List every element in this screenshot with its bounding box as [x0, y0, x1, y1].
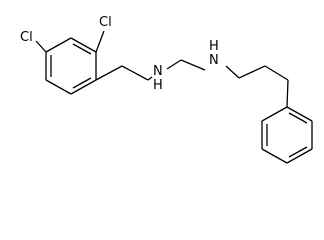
bond	[70, 79, 97, 95]
bond	[286, 79, 289, 108]
atom-label-cl-left: Cl	[20, 30, 33, 45]
bond	[70, 37, 97, 53]
bond	[95, 65, 123, 81]
bond	[261, 148, 288, 164]
double-bond-inner	[72, 77, 92, 89]
bond	[45, 37, 72, 53]
bond	[180, 59, 206, 71]
bond-c-cl-left	[35, 40, 47, 53]
atom-label-cl-top: Cl	[99, 15, 112, 30]
double-bond-inner	[288, 146, 308, 158]
atom-label-n-left: N	[153, 64, 163, 79]
bond-c-cl-top	[95, 30, 105, 53]
bond	[166, 59, 182, 70]
double-bond-inner	[288, 112, 308, 124]
bond	[261, 106, 288, 122]
atom-label-h-right: H	[209, 39, 219, 54]
bond	[286, 148, 313, 164]
dichlorophenyl-ring	[45, 37, 97, 95]
bond	[45, 79, 72, 95]
double-bond-inner	[72, 43, 92, 55]
atom-label-n-right: N	[209, 53, 219, 68]
bond	[238, 65, 266, 79]
phenyl-ring	[261, 106, 313, 164]
bond	[121, 65, 149, 81]
bond	[286, 106, 313, 122]
bond	[264, 65, 289, 81]
atom-label-h-left: H	[153, 78, 163, 93]
molecule-structure: Cl Cl N H N H	[20, 15, 313, 164]
bond	[147, 76, 153, 81]
bond	[225, 65, 240, 79]
